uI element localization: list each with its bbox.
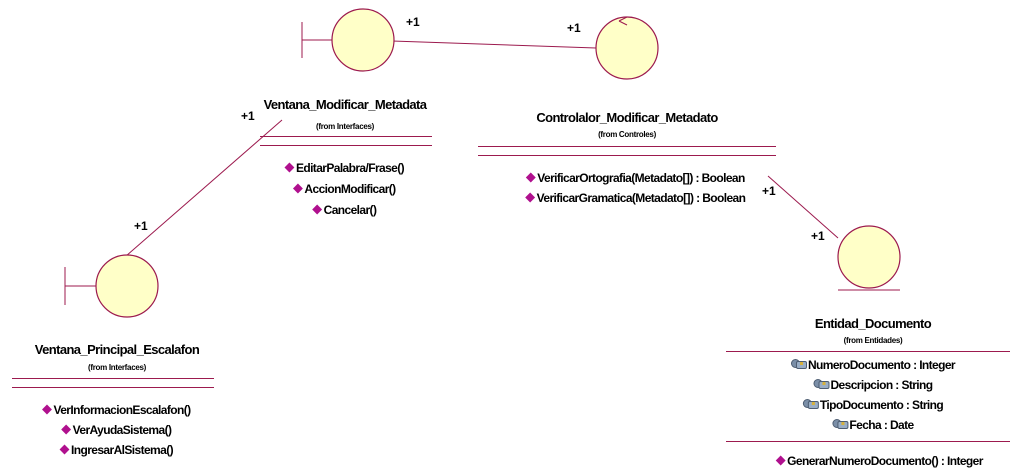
attribute-item: Descripcion : String [813,378,933,392]
compartment-divider [260,136,432,137]
association-modificar-controlador[interactable] [391,40,597,49]
association-controlador-entidad[interactable] [767,175,839,239]
operation-item: VerificarGramatica(Metadato[]) : Boolean [527,191,746,205]
multiplicity-principal-end: +1 [134,219,148,233]
operation-item: VerificarOrtografia(Metadato[]) : Boolea… [527,171,745,185]
class-name: Entidad_Documento [814,316,932,331]
attribute-item: TipoDocumento : String [802,398,944,412]
operation-item: VerAyudaSistema() [63,423,172,437]
class-package: (from Controles) [598,130,656,139]
class-name: Ventana_Principal_Escalafon [34,342,200,357]
compartment-divider [726,441,1010,442]
operation-item: IngresarAlSistema() [61,443,174,457]
operation-item: AccionModificar() [294,182,396,196]
compartment-divider [260,145,432,146]
class-package: (from Interfaces) [87,363,147,372]
operation-item: VerInformacionEscalafon() [43,403,191,417]
compartment-divider [12,387,214,388]
protected-attribute-icon [813,378,830,390]
compartment-divider [12,378,214,379]
multiplicity-controlador-end-top: +1 [567,21,581,35]
attribute-item: NumeroDocumento : Integer [790,358,956,372]
protected-attribute-icon [832,418,849,430]
class-package: (from Interfaces) [315,122,375,131]
protected-attribute-icon [802,398,819,410]
association-modificar-principal[interactable] [117,119,283,264]
class-package: (from Entidades) [843,336,903,345]
multiplicity-modificar-end-left: +1 [241,109,255,123]
boundary-icon-ventana-modificar[interactable] [301,8,395,72]
compartment-divider [478,146,776,147]
operation-item: GenerarNumeroDocumento() : Integer [777,454,983,468]
attribute-item: Fecha : Date [832,418,914,432]
multiplicity-modificar-end-top: +1 [406,15,420,29]
multiplicity-entidad-end: +1 [811,229,825,243]
multiplicity-controlador-end-right: +1 [762,184,776,198]
protected-attribute-icon [790,358,807,370]
class-name: Controlalor_Modificar_Metadato [536,110,718,125]
operation-item: Cancelar() [314,203,377,217]
compartment-divider [478,155,776,156]
class-name: Ventana_Modificar_Metadata [263,97,427,112]
entity-icon-entidad[interactable] [837,225,901,291]
boundary-icon-ventana-principal[interactable] [64,254,159,318]
control-icon-controlador[interactable] [595,16,659,80]
operation-item: EditarPalabra/Frase() [286,161,405,175]
compartment-divider [726,351,1010,352]
